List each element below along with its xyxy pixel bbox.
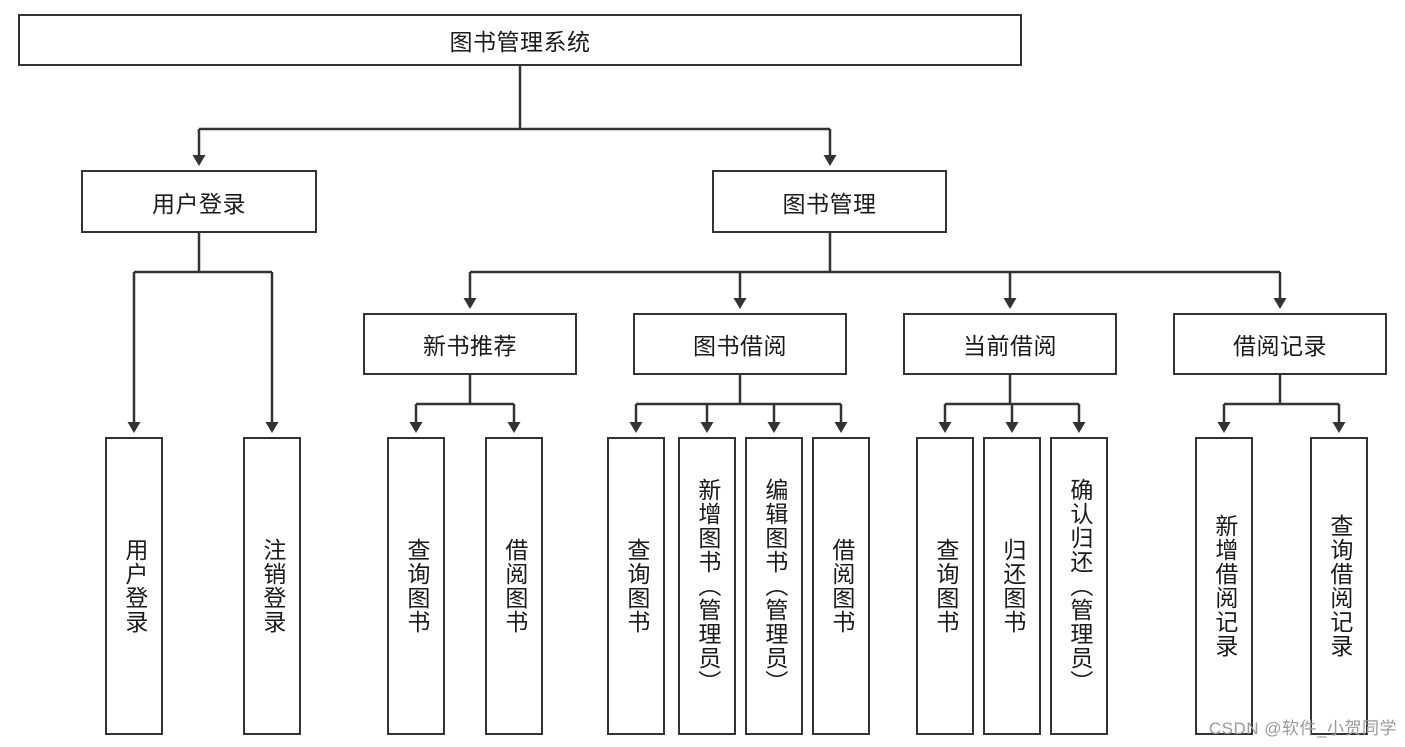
node-leaf-add-borrow-record[interactable]: 新增借阅记录 — [1195, 437, 1253, 735]
node-leaf-user-logout-label: 注销登录 — [259, 538, 286, 634]
watermark-text: CSDN @软件_小贺同学 — [1208, 719, 1397, 738]
node-new-book-recommend[interactable]: 新书推荐 — [363, 313, 577, 375]
node-leaf-query-borrow-record[interactable]: 查询借阅记录 — [1310, 437, 1368, 735]
node-user-login-label: 用户登录 — [152, 190, 246, 217]
node-leaf-add-book-admin-label: 新增图书（管理员） — [694, 478, 721, 694]
node-book-borrow[interactable]: 图书借阅 — [633, 313, 847, 375]
node-current-borrow[interactable]: 当前借阅 — [903, 313, 1117, 375]
node-leaf-query-book-current-label: 查询图书 — [932, 538, 959, 634]
node-leaf-query-book-recommend[interactable]: 查询图书 — [387, 437, 445, 735]
node-leaf-query-book-recommend-label: 查询图书 — [403, 538, 430, 634]
node-leaf-user-login-label: 用户登录 — [121, 538, 148, 634]
node-leaf-confirm-return-admin[interactable]: 确认归还（管理员） — [1050, 437, 1108, 735]
node-new-book-recommend-label: 新书推荐 — [423, 333, 517, 359]
node-leaf-query-book-current[interactable]: 查询图书 — [916, 437, 974, 735]
node-leaf-user-logout[interactable]: 注销登录 — [243, 437, 301, 735]
node-leaf-return-book[interactable]: 归还图书 — [983, 437, 1041, 735]
node-borrow-record[interactable]: 借阅记录 — [1173, 313, 1387, 375]
node-root[interactable]: 图书管理系统 — [18, 14, 1022, 66]
node-leaf-return-book-label: 归还图书 — [999, 538, 1026, 634]
node-leaf-borrow-book-recommend[interactable]: 借阅图书 — [485, 437, 543, 735]
node-leaf-borrow-book[interactable]: 借阅图书 — [812, 437, 870, 735]
node-leaf-query-book-borrow[interactable]: 查询图书 — [607, 437, 665, 735]
node-root-label: 图书管理系统 — [449, 29, 591, 55]
node-leaf-add-book-admin[interactable]: 新增图书（管理员） — [678, 437, 736, 735]
node-leaf-user-login[interactable]: 用户登录 — [105, 437, 163, 735]
node-book-borrow-label: 图书借阅 — [693, 333, 787, 359]
node-leaf-query-book-borrow-label: 查询图书 — [623, 538, 650, 634]
node-book-management-label: 图书管理 — [782, 190, 877, 217]
node-leaf-confirm-return-admin-label: 确认归还（管理员） — [1066, 478, 1093, 694]
node-leaf-edit-book-admin-label: 编辑图书（管理员） — [761, 478, 788, 694]
node-user-login[interactable]: 用户登录 — [81, 170, 317, 233]
node-leaf-query-borrow-record-label: 查询借阅记录 — [1326, 514, 1353, 658]
node-current-borrow-label: 当前借阅 — [963, 333, 1057, 359]
node-leaf-borrow-book-label: 借阅图书 — [828, 538, 855, 634]
node-borrow-record-label: 借阅记录 — [1233, 333, 1327, 359]
node-book-management[interactable]: 图书管理 — [712, 170, 947, 233]
node-leaf-edit-book-admin[interactable]: 编辑图书（管理员） — [745, 437, 803, 735]
node-leaf-borrow-book-recommend-label: 借阅图书 — [501, 538, 528, 634]
node-leaf-add-borrow-record-label: 新增借阅记录 — [1211, 514, 1238, 658]
